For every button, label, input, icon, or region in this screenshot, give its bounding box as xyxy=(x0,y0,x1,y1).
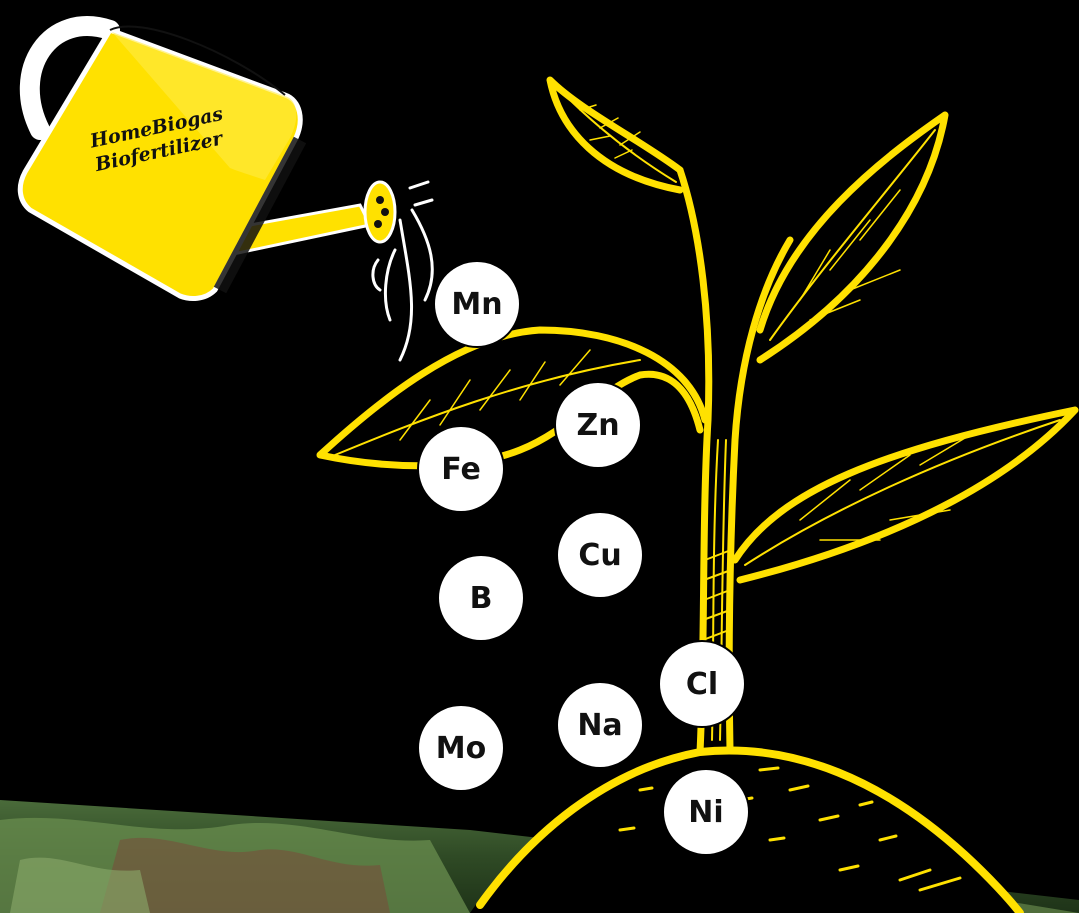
nutrient-badge-b: B xyxy=(439,556,523,640)
nutrient-badge-cu: Cu xyxy=(558,513,642,597)
watering-can xyxy=(20,26,432,360)
soil-mound xyxy=(470,750,1020,913)
nutrient-badge-fe: Fe xyxy=(419,427,503,511)
nutrient-badge-cl: Cl xyxy=(660,642,744,726)
nutrient-badge-mo: Mo xyxy=(419,706,503,790)
nutrient-badge-ni: Ni xyxy=(664,770,748,854)
nutrient-badge-na: Na xyxy=(558,683,642,767)
nutrient-badge-mn: Mn xyxy=(435,262,519,346)
nutrient-badge-zn: Zn xyxy=(556,383,640,467)
